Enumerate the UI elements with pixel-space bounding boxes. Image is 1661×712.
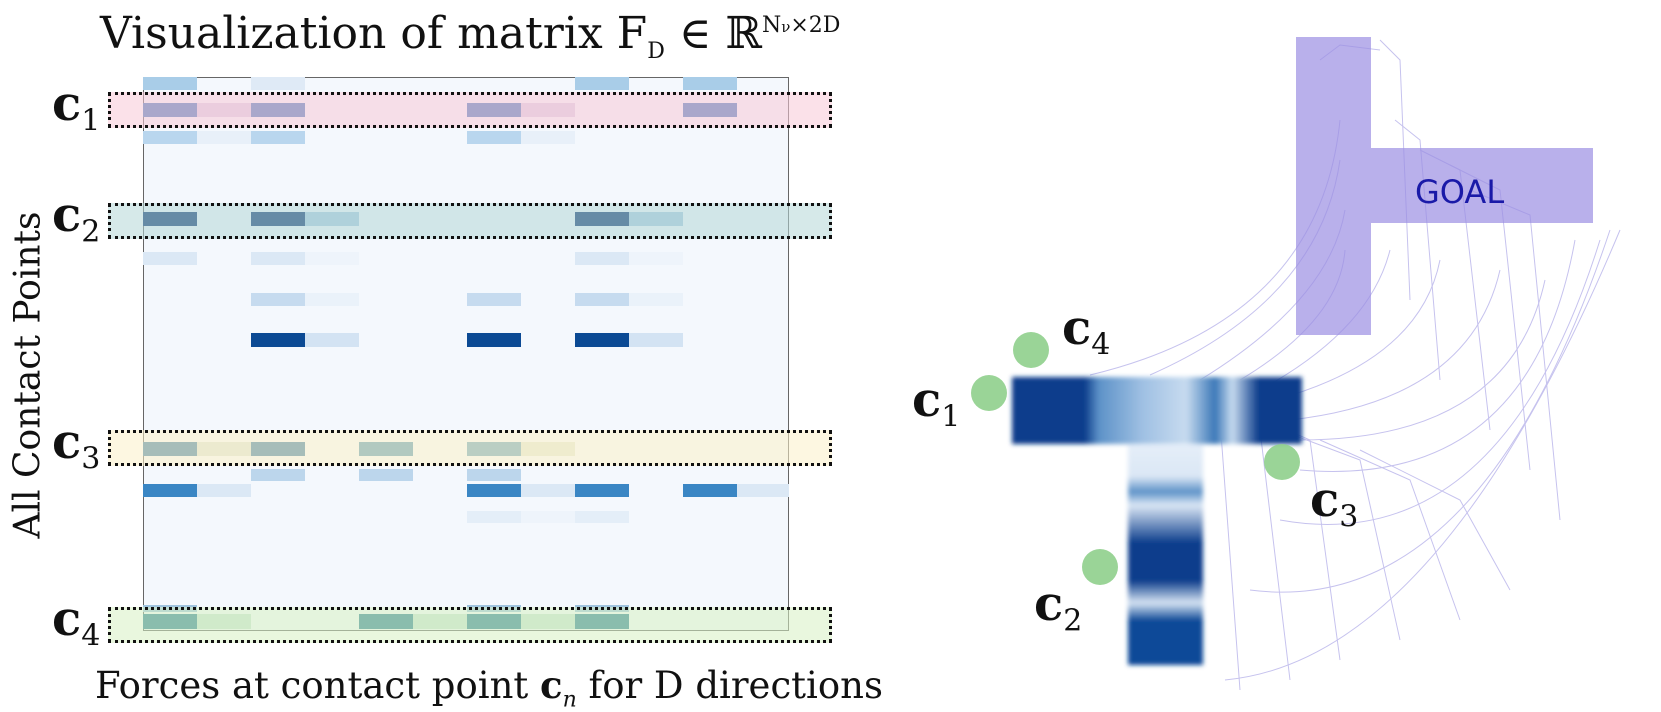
contact-label-c4: c4 xyxy=(52,591,100,654)
heatmap-cell xyxy=(467,511,521,523)
contact-label-letter: c xyxy=(52,591,82,647)
heatmap-cell xyxy=(575,293,629,306)
title-superscript-dim: ×2D xyxy=(790,13,841,39)
heatmap-cell xyxy=(197,484,251,497)
contact-label-letter: c xyxy=(52,187,82,243)
contact-label-letter: c xyxy=(1310,472,1340,528)
heatmap-cell xyxy=(143,77,197,90)
contact-label-index: 4 xyxy=(81,618,101,654)
contact-label-c2: c2 xyxy=(52,187,100,250)
heatmap-cell xyxy=(575,484,629,497)
contact-label-c3: c3 xyxy=(52,414,100,477)
title-text: Visualization of matrix F xyxy=(100,8,648,59)
heatmap-cell xyxy=(575,77,629,90)
contact-band-c2 xyxy=(108,203,832,239)
heatmap-cell xyxy=(575,511,629,523)
heatmap-cell xyxy=(575,333,629,347)
diagram-label-c3: c3 xyxy=(1310,472,1358,535)
contact-marker-c1 xyxy=(971,375,1007,411)
diagram-label-c4: c4 xyxy=(1062,300,1110,363)
x-axis-label-c: c xyxy=(540,663,563,707)
heatmap-cell xyxy=(359,469,413,481)
heatmap-cell xyxy=(467,131,521,144)
heatmap-cell xyxy=(683,484,737,497)
goal-stem xyxy=(1296,37,1371,335)
heatmap-cell xyxy=(197,131,251,144)
contact-band-c3 xyxy=(108,430,832,466)
heatmap-cell xyxy=(251,333,305,347)
heatmap-cell xyxy=(305,252,359,265)
contact-label-index: 1 xyxy=(941,399,961,435)
contact-band-c4 xyxy=(108,607,832,643)
x-axis-label: Forces at contact point cn for D directi… xyxy=(95,663,883,712)
title-set-symbol: ∈ ℝ xyxy=(664,8,762,59)
heatmap-cell xyxy=(467,293,521,306)
contact-label-letter: c xyxy=(1034,576,1064,632)
contact-label-index: 2 xyxy=(81,214,101,250)
contact-label-index: 1 xyxy=(81,103,101,139)
heatmap-cell xyxy=(467,469,521,481)
diagram-label-c1: c1 xyxy=(912,372,960,435)
contact-marker-c3 xyxy=(1264,444,1300,480)
heatmap-cell xyxy=(575,252,629,265)
contact-band-c1 xyxy=(108,92,832,128)
heatmap-cell xyxy=(251,77,305,90)
heatmap-cell xyxy=(143,131,197,144)
heatmap-cell xyxy=(251,469,305,481)
contact-label-index: 4 xyxy=(1091,327,1111,363)
heatmap-cell xyxy=(305,333,359,347)
x-axis-label-text: Forces at contact point xyxy=(95,664,541,707)
x-axis-label-n: n xyxy=(562,687,577,712)
object-stem xyxy=(1128,443,1203,665)
goal-bar xyxy=(1371,148,1593,223)
heatmap-frame xyxy=(143,77,789,631)
heatmap-cell xyxy=(521,511,575,523)
heatmap-cell xyxy=(629,252,683,265)
contact-marker-c2 xyxy=(1082,549,1118,585)
diagram-label-c2: c2 xyxy=(1034,576,1082,639)
contact-label-index: 2 xyxy=(1063,603,1083,639)
contact-label-c1: c1 xyxy=(52,76,100,139)
contact-marker-c4 xyxy=(1013,332,1049,368)
contact-label-letter: c xyxy=(52,414,82,470)
contact-label-letter: c xyxy=(912,372,942,428)
title-superscript-n: N xyxy=(761,13,782,39)
title-subscript: D xyxy=(647,38,665,64)
title-superscript-nu: ν xyxy=(781,18,791,37)
heatmap-cell xyxy=(467,333,521,347)
chart-title: Visualization of matrix FD ∈ ℝNν×2D xyxy=(100,8,840,64)
heatmap-cell xyxy=(629,293,683,306)
object-bar xyxy=(1012,377,1302,444)
heatmap-cell xyxy=(251,293,305,306)
heatmap-cell xyxy=(737,484,789,497)
heatmap-cell xyxy=(143,252,197,265)
heatmap-cell xyxy=(683,77,737,90)
heatmap-cell xyxy=(629,333,683,347)
x-axis-label-suffix: for D directions xyxy=(576,664,883,707)
heatmap-cell xyxy=(251,252,305,265)
goal-label: GOAL xyxy=(1415,173,1504,211)
heatmap-cell xyxy=(143,484,197,497)
heatmap-cell xyxy=(521,131,575,144)
heatmap-cell xyxy=(305,293,359,306)
contact-label-index: 3 xyxy=(81,441,101,477)
heatmap-cell xyxy=(521,484,575,497)
contact-label-letter: c xyxy=(52,76,82,132)
contact-label-letter: c xyxy=(1062,300,1092,356)
heatmap-cell xyxy=(467,484,521,497)
heatmap-cell xyxy=(251,131,305,144)
contact-label-index: 3 xyxy=(1339,499,1359,535)
